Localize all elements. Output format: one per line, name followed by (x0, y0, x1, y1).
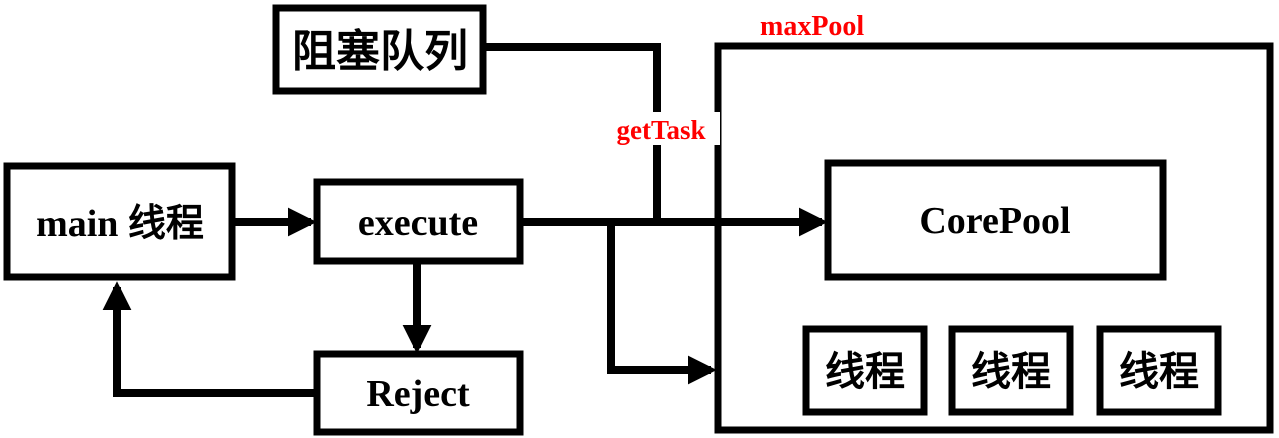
gettask-annotation: getTask (602, 112, 720, 145)
edge-reject-to-mainthread (102, 281, 317, 397)
corepool-label: CorePool (919, 200, 1070, 242)
reject-box (313, 350, 524, 436)
corepool-box (824, 159, 1167, 281)
edge-flowline-to-maxpool (607, 222, 717, 385)
maxpool-container: maxPool (714, 11, 1274, 434)
main-thread-node: main 线程 (3, 162, 236, 281)
thread-label-3: 线程 (1119, 350, 1199, 394)
main-thread-label: main 线程 (36, 203, 204, 245)
maxpool-annotation-label: maxPool (760, 11, 864, 42)
gettask-label-backing (602, 112, 720, 145)
reject-label: Reject (366, 373, 470, 415)
thread-node-3: 线程 (1096, 325, 1222, 416)
edge-blockingqueue-to-flowline (483, 43, 661, 222)
execute-label: execute (358, 202, 478, 244)
thread-box-1 (802, 325, 928, 416)
corepool-node: CorePool (824, 159, 1167, 281)
thread-node-2: 线程 (948, 325, 1074, 416)
execute-box (313, 178, 524, 265)
thread-label-2: 线程 (971, 350, 1051, 394)
thread-label-1: 线程 (825, 350, 905, 394)
main-thread-box (3, 162, 236, 281)
blocking-queue-box (272, 4, 487, 95)
thread-node-1: 线程 (802, 325, 928, 416)
thread-box-3 (1096, 325, 1222, 416)
thread-box-2 (948, 325, 1074, 416)
maxpool-container-box (714, 42, 1274, 434)
reject-node: Reject (313, 350, 524, 436)
gettask-annotation-label: getTask (616, 115, 705, 145)
blocking-queue-node: 阻塞队列 (272, 4, 487, 95)
execute-node: execute (313, 178, 524, 265)
blocking-queue-label: 阻塞队列 (292, 27, 468, 76)
